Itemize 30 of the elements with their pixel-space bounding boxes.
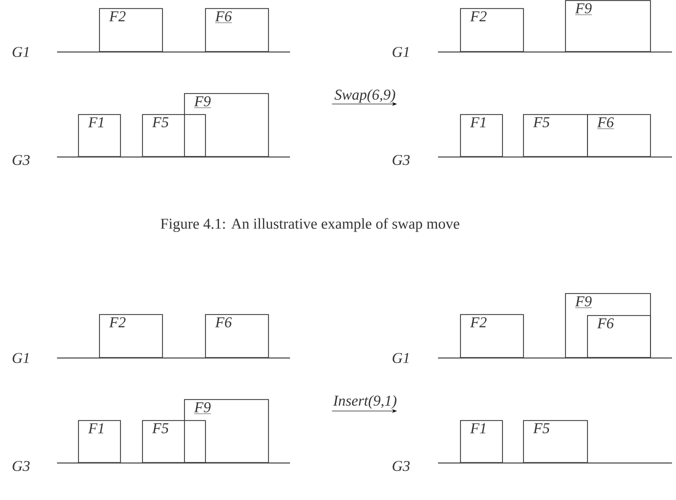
task-box: F9 bbox=[184, 93, 269, 157]
task-box: F5 bbox=[523, 420, 588, 463]
task-box: F2 bbox=[99, 314, 163, 358]
task-box: F2 bbox=[99, 8, 163, 52]
move-label: Swap(6,9) bbox=[334, 89, 396, 103]
task-box: F6 bbox=[587, 114, 651, 157]
task-box: F1 bbox=[460, 114, 503, 157]
task-box: F1 bbox=[78, 114, 121, 157]
task-box: F2 bbox=[460, 8, 524, 52]
machine-label: G1 bbox=[392, 46, 409, 58]
machine-label: G1 bbox=[12, 352, 29, 364]
task-box: F5 bbox=[523, 114, 588, 157]
machine-label: G3 bbox=[392, 460, 410, 472]
task-box: F9 bbox=[184, 399, 269, 463]
task-box: F1 bbox=[460, 420, 503, 463]
task-box: F6 bbox=[205, 8, 269, 52]
task-box: F5 bbox=[142, 114, 206, 157]
task-box: F2 bbox=[460, 314, 524, 358]
task-box: F6 bbox=[205, 314, 269, 358]
task-box: F9 bbox=[565, 0, 651, 52]
machine-label: G3 bbox=[12, 460, 30, 472]
machine-label: G3 bbox=[392, 154, 410, 166]
machine-label: G3 bbox=[12, 154, 30, 166]
task-box: F5 bbox=[142, 420, 206, 463]
caption: Figure 4.1: An illustrative example of swap move bbox=[160, 218, 460, 232]
machine-label: G1 bbox=[12, 46, 29, 58]
task-box: F1 bbox=[78, 420, 121, 463]
move-label: Insert(9,1) bbox=[333, 395, 396, 409]
task-box: F6 bbox=[587, 315, 651, 358]
machine-label: G1 bbox=[392, 352, 409, 364]
